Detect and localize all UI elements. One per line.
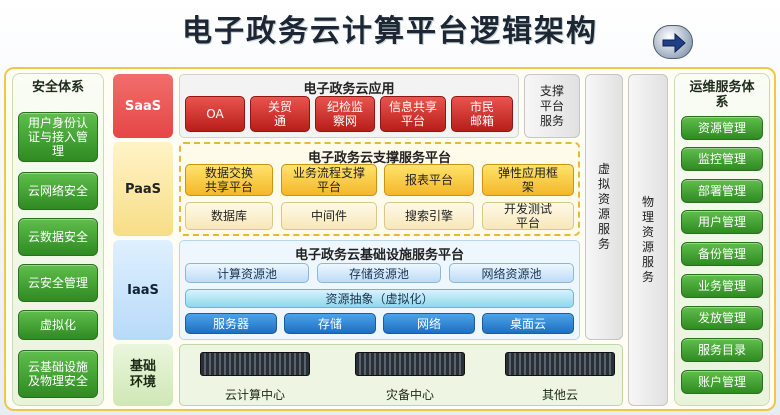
security-item-infrastructure[interactable]: 云基础设施及物理安全: [18, 350, 98, 398]
layer-base-label: 基础环境: [113, 344, 173, 406]
ops-item-catalog[interactable]: 服务目录: [681, 338, 763, 362]
saas-app-discipline[interactable]: 纪检监察网: [315, 96, 375, 132]
site-disaster-recovery[interactable]: 灾备中心: [385, 388, 434, 402]
paas-data-exchange[interactable]: 数据交换共享平台: [185, 164, 273, 196]
column-physical-resource-services: 物理资源服务: [628, 74, 668, 406]
paas-elastic-framework[interactable]: 弹性应用框架: [482, 164, 574, 196]
ops-item-business[interactable]: 业务管理: [681, 274, 763, 298]
iaas-network-pool[interactable]: 网络资源池: [449, 263, 574, 283]
security-item-management[interactable]: 云安全管理: [18, 264, 98, 302]
column-physical-text: 物理资源服务: [641, 195, 654, 284]
paas-middleware[interactable]: 中间件: [281, 202, 377, 230]
security-item-data[interactable]: 云数据安全: [18, 218, 98, 256]
server-rack-icon: [200, 352, 310, 376]
security-item-virtualization[interactable]: 虚拟化: [18, 310, 98, 340]
paas-dev-test[interactable]: 开发测试平台: [482, 202, 574, 230]
ops-title: 运维服务体系: [689, 80, 755, 110]
paas-title: 电子政务云支撑服务平台: [307, 151, 451, 166]
ops-item-deploy[interactable]: 部署管理: [681, 179, 763, 203]
paas-workflow[interactable]: 业务流程支撑平台: [281, 164, 377, 196]
security-item-network[interactable]: 云网络安全: [18, 172, 98, 210]
security-title: 安全体系: [31, 80, 84, 95]
ops-item-resource[interactable]: 资源管理: [681, 116, 763, 140]
column-support-services: 支撑平台服务: [524, 74, 580, 138]
column-support-text: 支撑平台服务: [539, 83, 564, 128]
iaas-network[interactable]: 网络: [383, 313, 475, 334]
column-virtual-resource-services: 虚拟资源服务: [585, 74, 623, 340]
layer-saas-label: SaaS: [113, 74, 173, 138]
iaas-server[interactable]: 服务器: [185, 313, 277, 334]
server-rack-icon: [505, 352, 615, 376]
site-other-cloud[interactable]: 其他云: [541, 388, 578, 402]
layer-paas-label: PaaS: [113, 142, 173, 236]
iaas-desktop-cloud[interactable]: 桌面云: [482, 313, 574, 334]
saas-app-mailbox[interactable]: 市民邮箱: [451, 96, 513, 132]
layer-iaas-label: IaaS: [113, 240, 173, 340]
page-title: 电子政务云计算平台逻辑架构: [182, 14, 598, 49]
ops-item-user[interactable]: 用户管理: [681, 210, 763, 234]
paas-report[interactable]: 报表平台: [384, 164, 474, 196]
iaas-compute-pool[interactable]: 计算资源池: [185, 263, 309, 283]
iaas-title: 电子政务云基础设施服务平台: [294, 248, 464, 263]
security-item-auth[interactable]: 用户身份认证与接入管理: [18, 112, 98, 162]
arrow-right-icon: [662, 32, 686, 54]
saas-title: 电子政务云应用: [303, 82, 395, 97]
server-rack-icon: [355, 352, 465, 376]
iaas-storage-pool[interactable]: 存储资源池: [317, 263, 441, 283]
ops-item-provision[interactable]: 发放管理: [681, 306, 763, 330]
paas-database[interactable]: 数据库: [185, 202, 273, 230]
ops-item-monitor[interactable]: 监控管理: [681, 147, 763, 171]
saas-app-customs[interactable]: 关贸通: [250, 96, 310, 132]
ops-item-backup[interactable]: 备份管理: [681, 242, 763, 266]
iaas-storage[interactable]: 存储: [284, 313, 376, 334]
column-virtual-text: 虚拟资源服务: [597, 162, 610, 251]
saas-app-infoshare[interactable]: 信息共享平台: [380, 96, 446, 132]
layer-base-text: 基础环境: [129, 359, 156, 390]
ops-item-account[interactable]: 账户管理: [681, 370, 763, 394]
saas-app-oa[interactable]: OA: [185, 96, 245, 132]
paas-search-engine[interactable]: 搜索引擎: [384, 202, 474, 230]
iaas-abstraction-bar[interactable]: 资源抽象（虚拟化）: [185, 289, 574, 308]
next-arrow-button[interactable]: [653, 25, 693, 59]
site-cloud-center[interactable]: 云计算中心: [224, 388, 285, 402]
